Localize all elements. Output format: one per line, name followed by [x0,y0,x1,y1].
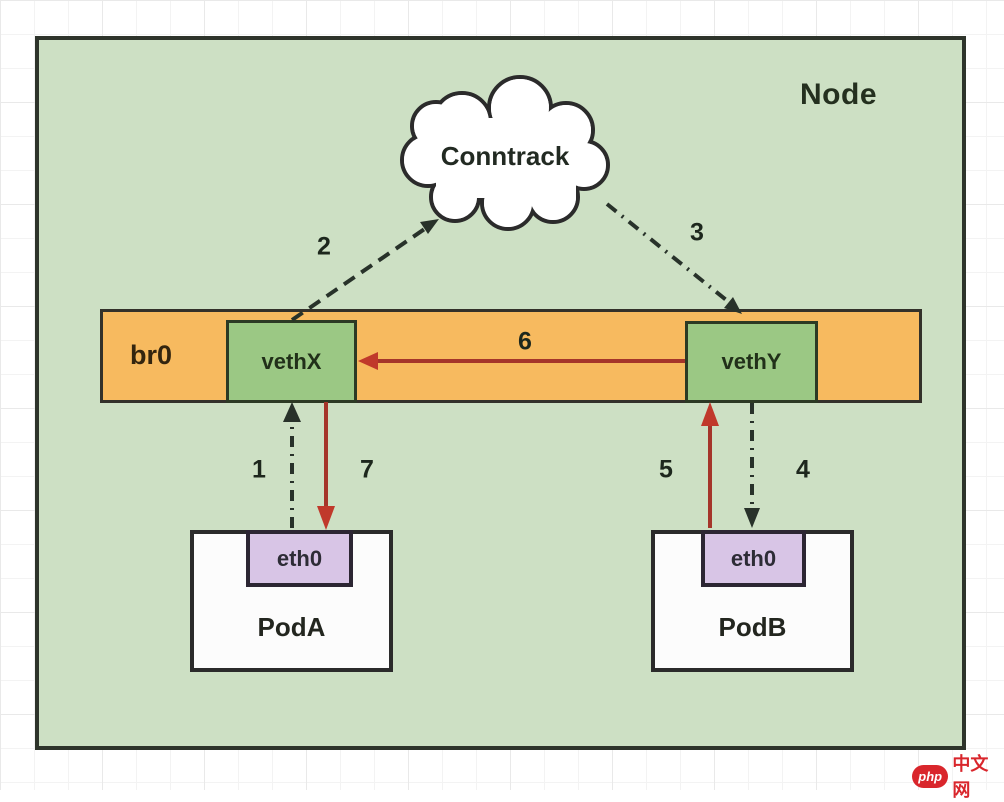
poda-label: PodA [257,612,326,642]
podb-eth0-box: eth0 [701,530,806,587]
node-label: Node [800,78,877,111]
bridge-label: br0 [130,340,173,370]
step-label-1: 1 [252,455,266,484]
vethy-label: vethY [721,349,782,374]
podb-eth0-label: eth0 [730,545,777,571]
watermark-text: 中文网 [952,754,989,800]
step-label-5: 5 [659,455,673,484]
vethx-label: vethX [261,348,322,374]
poda-eth0-box: eth0 [246,530,353,587]
step-label-6: 6 [518,327,532,356]
php-logo-icon: php [912,764,949,788]
step-label-3: 3 [690,218,704,247]
poda-eth0-label: eth0 [276,545,323,571]
step-label-4: 4 [796,455,810,484]
vethy-box: vethY [685,321,818,403]
vethx-box: vethX [226,320,357,403]
step-label-2: 2 [317,232,331,261]
watermark: php 中文网 [912,754,1004,800]
conntrack-label: Conntrack [440,141,570,171]
step-label-7: 7 [360,455,374,484]
podb-label: PodB [718,612,787,642]
